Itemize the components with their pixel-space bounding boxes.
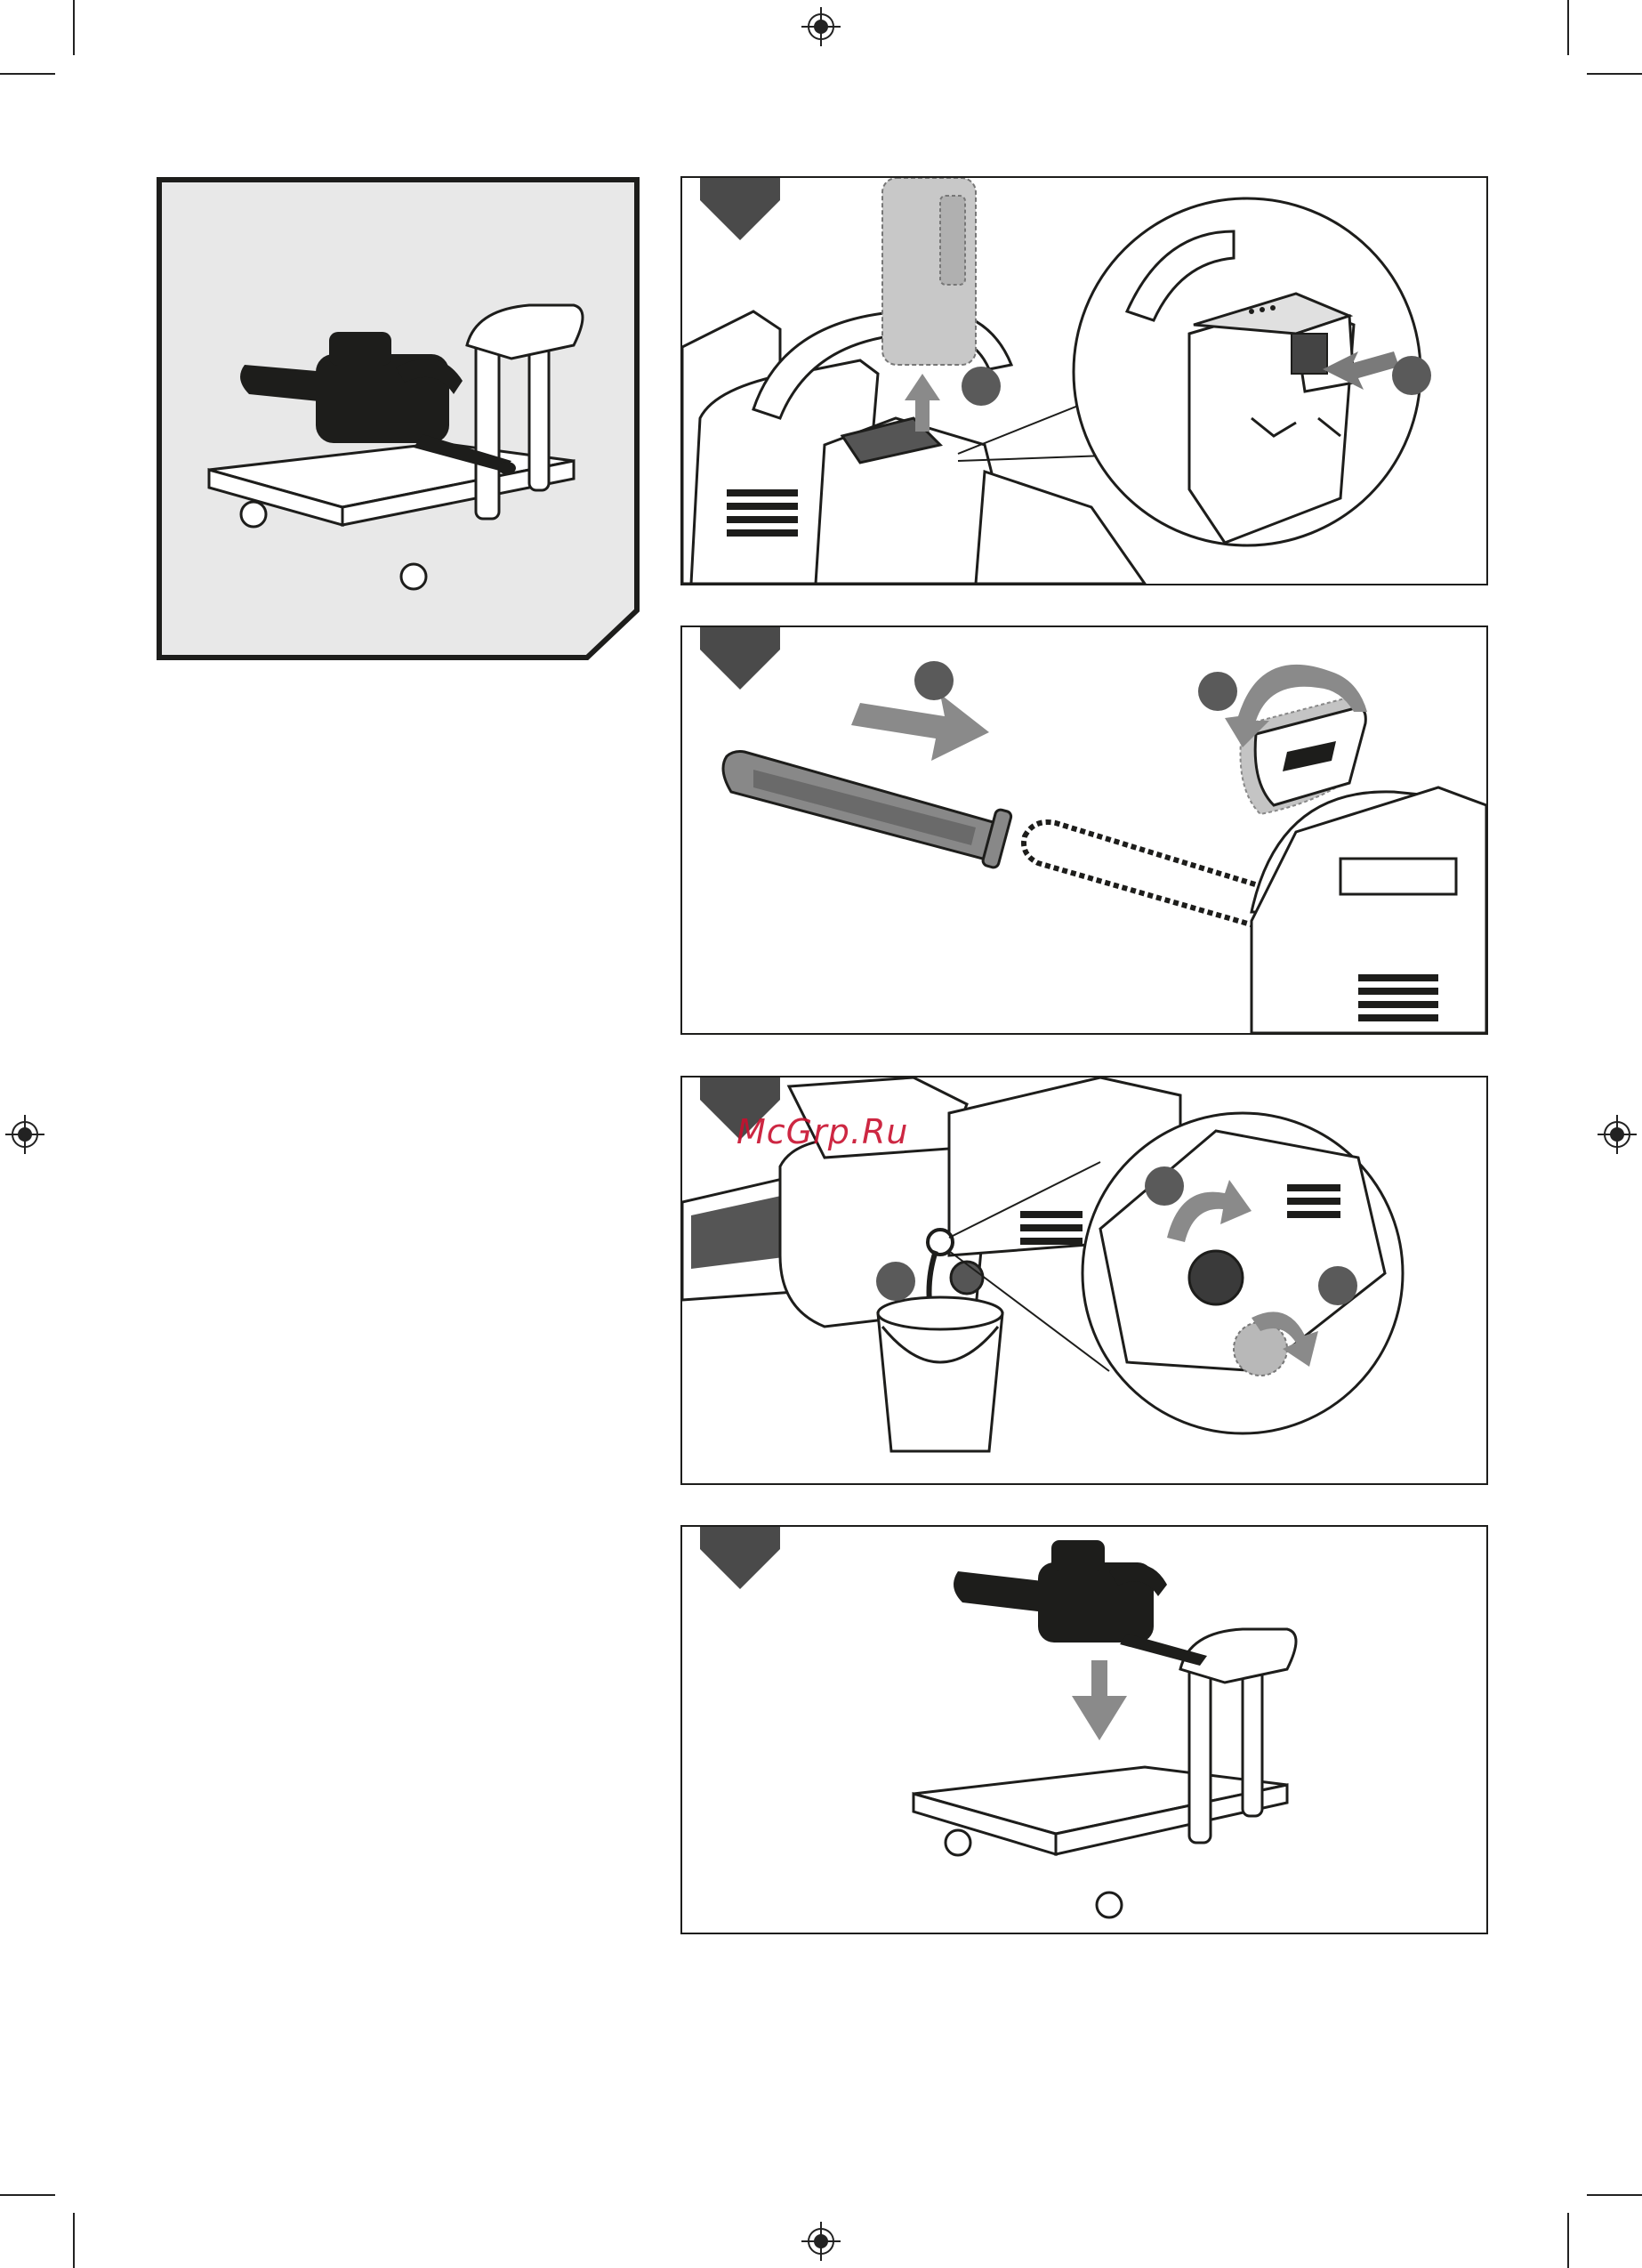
callout-badge [962,367,1001,406]
callout-badge [1145,1166,1184,1206]
watermark: McGrp.Ru [736,1112,908,1151]
step-tag-2 [700,626,780,690]
trim-mark [1587,2194,1642,2196]
trim-mark [1567,2213,1569,2268]
step-tag-1 [700,176,780,240]
registration-mark-icon [5,1115,44,1154]
trim-mark [1567,0,1569,55]
trim-mark [73,2213,75,2268]
trim-mark [0,2194,55,2196]
callout-badge [1392,356,1431,395]
arrow-down-icon [1072,1660,1127,1740]
callout-badge [914,661,954,700]
bucket-illustration [878,1297,1002,1451]
step-tag-4 [700,1525,780,1589]
registration-mark-icon [801,2222,841,2261]
registration-mark-icon [1598,1115,1637,1154]
step-4-panel [680,1525,1488,1934]
overview-panel [156,176,640,661]
trim-mark [0,73,55,75]
trim-mark [73,0,75,55]
trim-mark [1587,73,1642,75]
registration-mark-icon [801,7,841,46]
step-1-panel [680,176,1488,585]
arrow-right-icon [851,694,989,761]
chainsaw-silhouette [954,1540,1207,1666]
step-2-panel [680,626,1488,1035]
callout-badge [1318,1266,1357,1305]
callout-badge [876,1262,915,1301]
callout-badge [1198,672,1237,711]
